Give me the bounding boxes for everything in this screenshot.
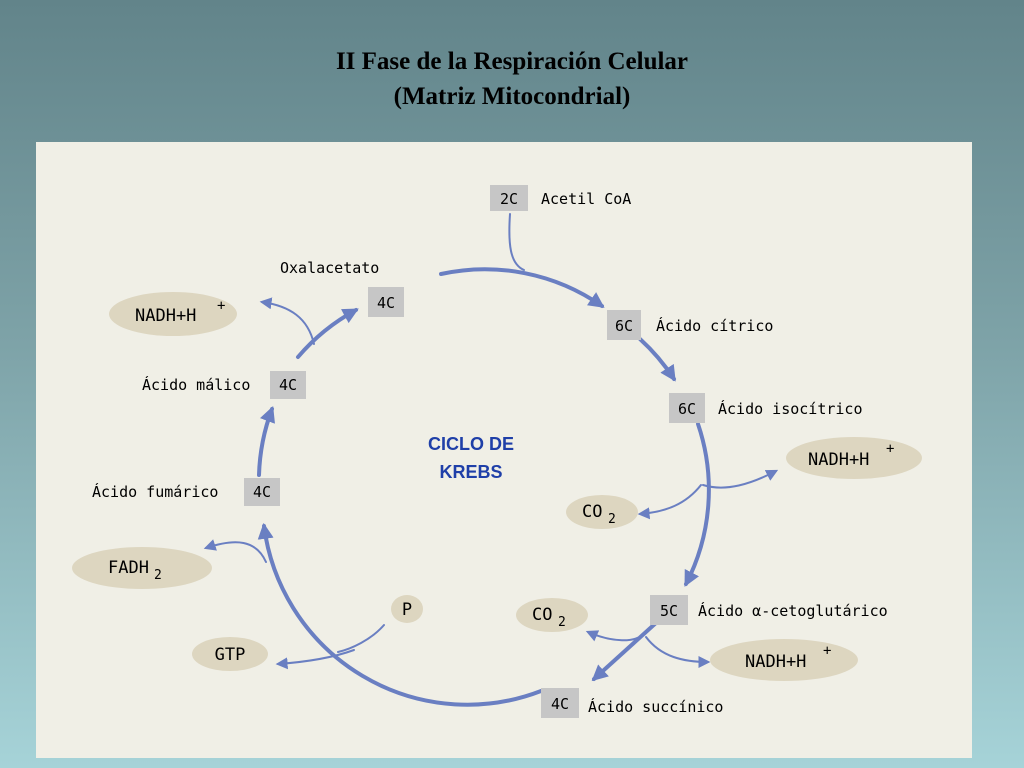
krebs-cycle-diagram: 2C Acetil CoA 4C Oxalacetato 6C Ácido cí…	[72, 185, 922, 718]
arrow-fumarico-to-malico	[257, 406, 275, 477]
carbon-count-succinico: 4C	[551, 695, 569, 713]
arrow-isocitrico-to-cetoglutarico	[684, 422, 711, 587]
co2-oval-cetoglutarico: CO 2	[516, 598, 588, 632]
label-acetil-coa: Acetil CoA	[541, 190, 631, 208]
arrow-fadh-from-fumarico	[203, 539, 267, 563]
nadh-label: NADH+H	[808, 450, 869, 470]
nadh-superscript: +	[886, 441, 894, 457]
slide-title-line-1: II Fase de la Respiración Celular	[335, 48, 689, 75]
carbon-count-cetoglutarico: 5C	[660, 602, 678, 620]
label-succinico: Ácido succínico	[588, 697, 723, 716]
nadh-oval-cetoglutarico: NADH+H +	[710, 639, 858, 681]
co2-subscript: 2	[558, 615, 566, 630]
co2-label: CO	[532, 605, 552, 625]
label-fumarico: Ácido fumárico	[92, 482, 218, 501]
arrow-gtp-out	[275, 649, 355, 670]
arrow-nadh-from-isocitrico	[702, 469, 779, 489]
label-isocitrico: Ácido isocítrico	[718, 399, 863, 418]
arrow-succinico-to-fumarico	[257, 522, 543, 707]
phosphate-oval: P	[391, 595, 423, 623]
carbon-count-malico: 4C	[279, 376, 297, 394]
gtp-label: GTP	[215, 645, 246, 665]
carbon-box-malico	[270, 371, 306, 399]
carbon-count-oxalacetato: 4C	[377, 294, 395, 312]
nadh-label: NADH+H	[745, 652, 806, 672]
carbon-count-citrico: 6C	[615, 317, 633, 335]
co2-oval-isocitrico: CO 2	[566, 495, 638, 529]
center-label-line-1: CICLO DE	[428, 434, 514, 454]
nadh-label: NADH+H	[135, 306, 196, 326]
carbon-box-acetil-coa	[490, 185, 528, 211]
arrow-phosphate-to-cycle	[337, 624, 385, 653]
nadh-superscript: +	[217, 298, 225, 314]
slide-title-line-2: (Matriz Mitocondrial)	[393, 83, 631, 110]
arrow-nadh-from-cetoglutarico	[645, 636, 711, 668]
arrow-citrico-to-isocitrico	[638, 337, 676, 382]
carbon-box-cetoglutarico	[650, 595, 688, 625]
arrow-acetil-coa-in	[508, 213, 525, 271]
fadh-label: FADH	[108, 558, 149, 578]
arrow-co2-from-cetoglutarico	[585, 630, 647, 642]
fadh-subscript: 2	[154, 568, 162, 583]
carbon-box-succinico	[541, 688, 579, 718]
label-citrico: Ácido cítrico	[656, 316, 773, 335]
label-oxalacetato: Oxalacetato	[280, 259, 379, 277]
phosphate-label: P	[402, 600, 412, 620]
label-cetoglutarico: Ácido α-cetoglutárico	[698, 601, 888, 620]
krebs-cycle-panel: 2C Acetil CoA 4C Oxalacetato 6C Ácido cí…	[36, 142, 972, 758]
carbon-box-fumarico	[244, 478, 280, 506]
nadh-superscript: +	[823, 643, 831, 659]
co2-subscript: 2	[608, 512, 616, 527]
co2-label: CO	[582, 502, 602, 522]
arrow-co2-from-isocitrico	[637, 484, 702, 520]
carbon-count-isocitrico: 6C	[678, 400, 696, 418]
arrow-oxalacetato-to-citrico	[439, 267, 605, 308]
nadh-oval-malico: NADH+H +	[109, 292, 237, 336]
arrow-malico-to-oxalacetato	[296, 308, 359, 359]
nadh-oval-isocitrico: NADH+H +	[786, 437, 922, 479]
carbon-box-citrico	[607, 310, 641, 340]
label-malico: Ácido málico	[142, 375, 250, 394]
fadh2-oval: FADH 2	[72, 547, 212, 589]
carbon-box-isocitrico	[669, 393, 705, 423]
arrow-nadh-from-malico	[259, 297, 315, 345]
carbon-count-acetil-coa: 2C	[500, 190, 518, 208]
gtp-oval: GTP	[192, 637, 268, 671]
center-label-line-2: KREBS	[439, 462, 502, 482]
carbon-count-fumarico: 4C	[253, 483, 271, 501]
arrow-cetoglutarico-to-succinico	[591, 620, 659, 682]
carbon-box-oxalacetato	[368, 287, 404, 317]
